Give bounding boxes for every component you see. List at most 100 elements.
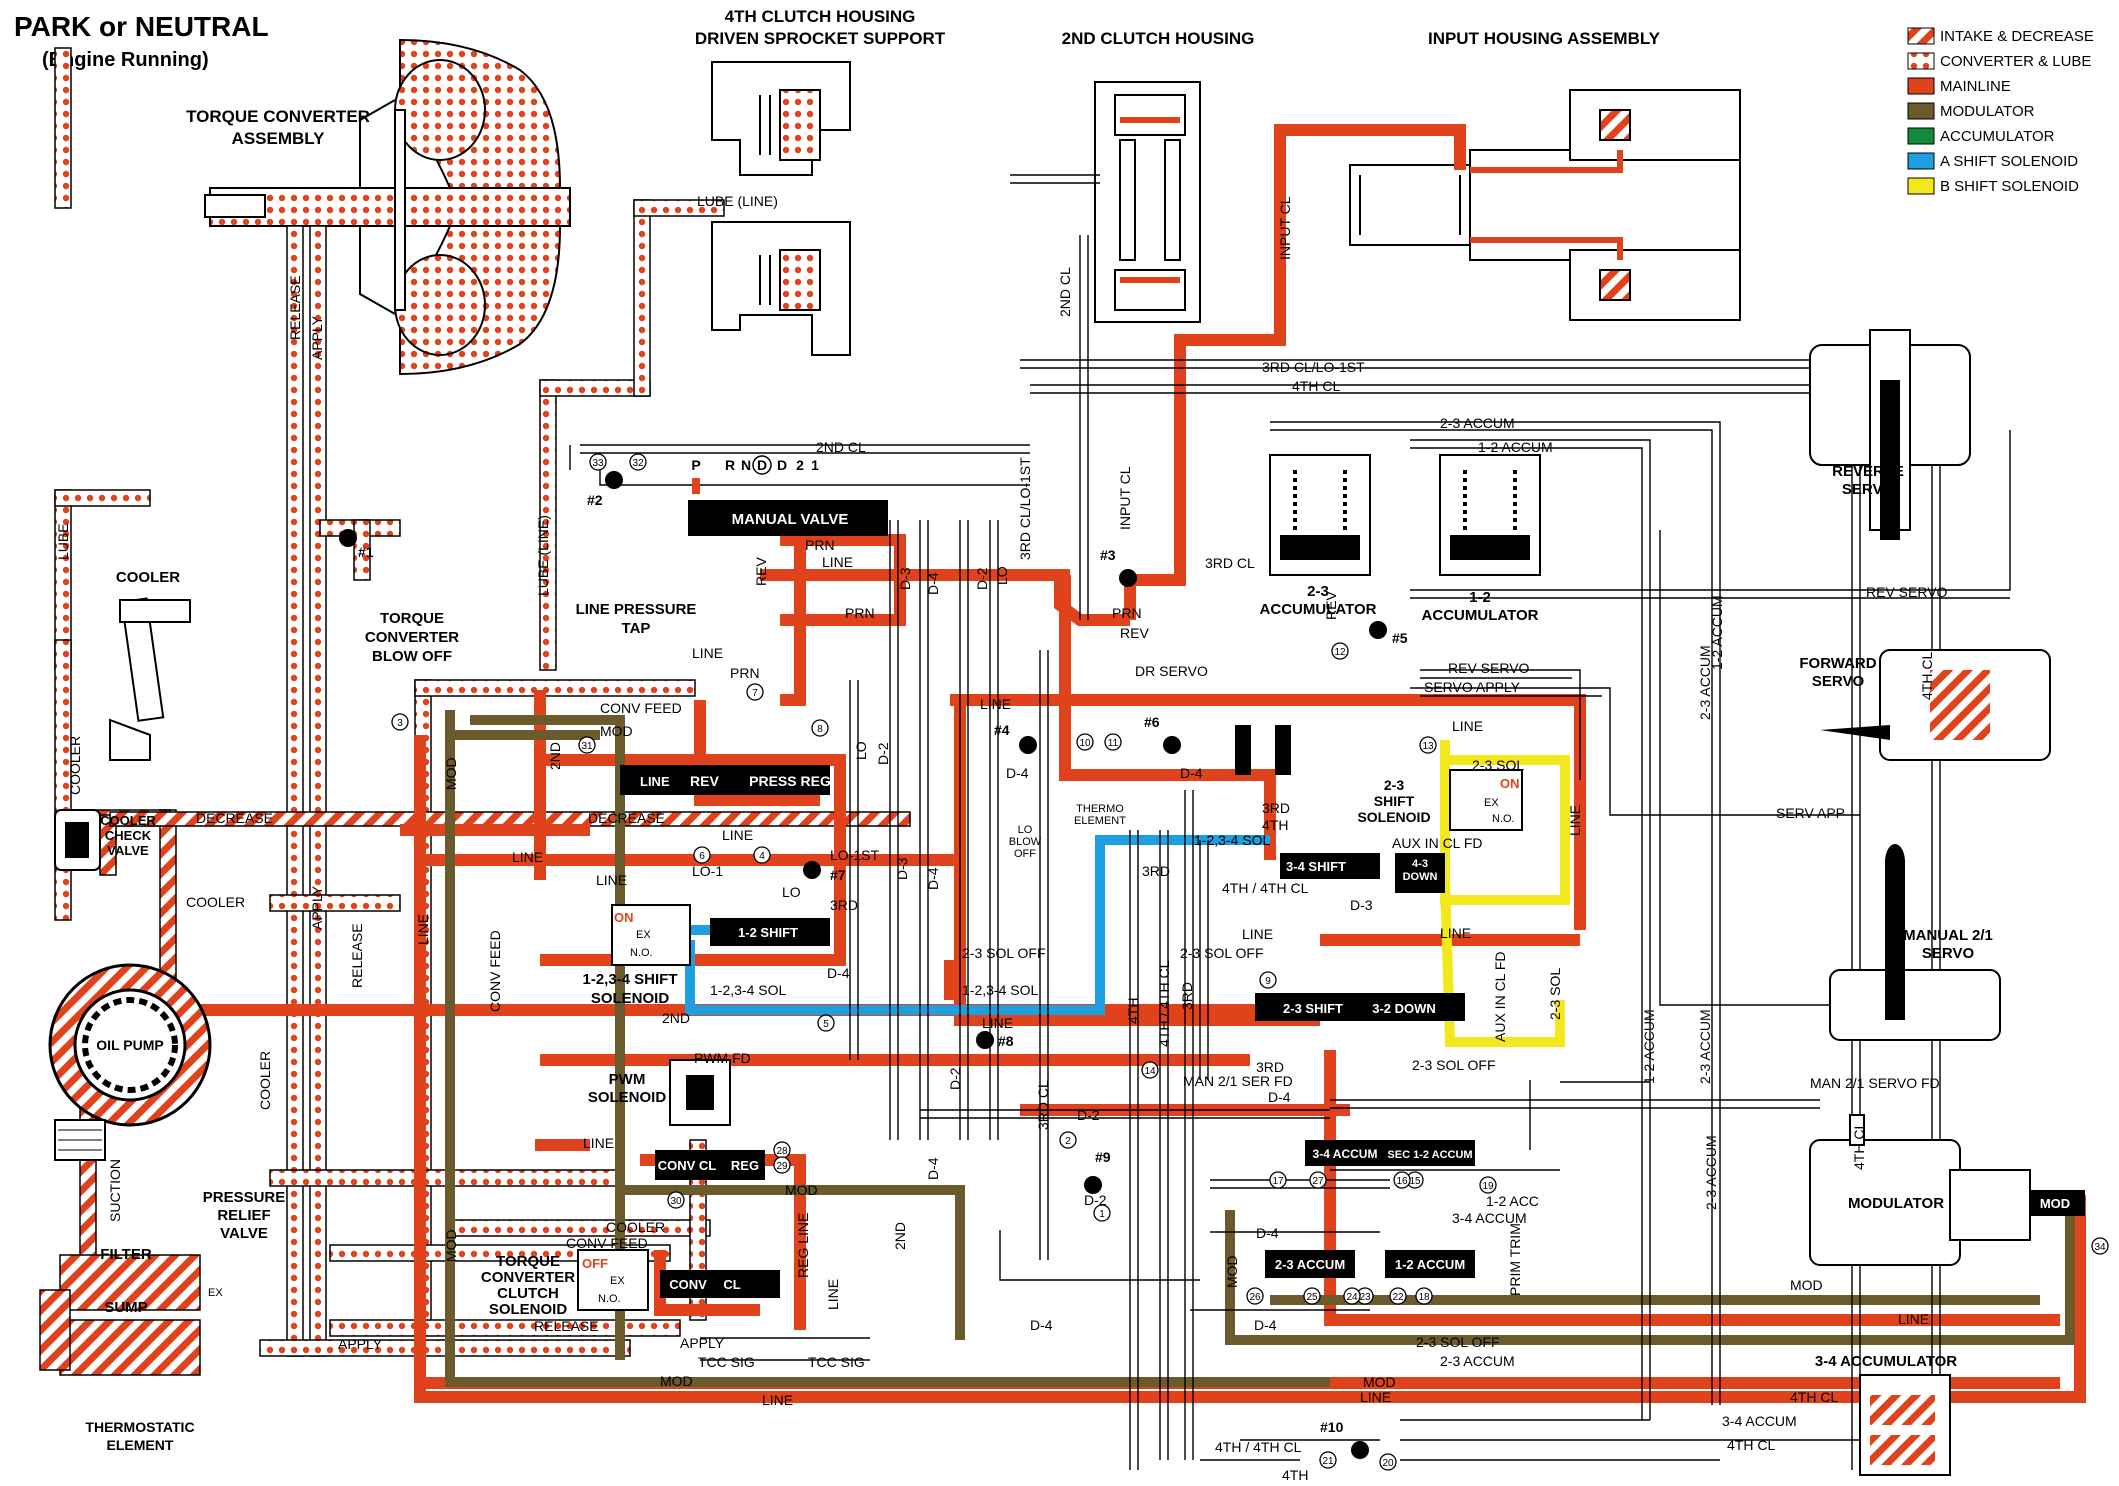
cooler-check-label-1: COOLER: [100, 813, 156, 828]
d4-label-left: D-4: [827, 965, 850, 981]
forward-servo-label-2: SERVO: [1812, 673, 1865, 690]
orifice-number: 4: [759, 851, 765, 862]
line-label-m: LINE: [762, 1392, 793, 1408]
rev-vlabel-right: REV: [1323, 591, 1339, 620]
manual-valve-body: [688, 500, 888, 536]
orifice-number: 9: [1265, 976, 1271, 987]
d4-label-center: D-4: [1268, 1089, 1291, 1105]
press-reg-valve-label: PRESS REG: [749, 773, 831, 789]
gear-selected-ring: [752, 455, 772, 475]
dr-servo-label: DR SERVO: [1135, 663, 1208, 679]
gear-position: D: [757, 457, 767, 473]
sec-12-accum-label: SEC 1-2 ACCUM: [1387, 1149, 1472, 1161]
mod-label: MOD: [600, 723, 633, 739]
second-clutch-housing-drawing: [1094, 81, 1201, 323]
second-vlabel: 2ND: [547, 742, 563, 770]
legend-swatch: [1907, 127, 1935, 145]
tcc-blow-off-label-1: TORQUE: [380, 610, 444, 627]
fourth-label: 4TH: [1262, 817, 1288, 833]
orifice-number: 16: [1396, 1176, 1408, 1187]
orifice-number: 25: [1306, 1292, 1318, 1303]
thermo-element-label-1: THERMO: [1076, 803, 1124, 815]
passage-labels: LUBE (LINE) LUBE 2ND CL 2ND CL 3RD CL/LO…: [55, 193, 1948, 1483]
manual-21-servo: [1829, 844, 2001, 1041]
legend-swatch: [1907, 102, 1935, 120]
pressure-relief-label-2: RELIEF: [217, 1207, 270, 1224]
sol-124-label-mid: 1-2,3-4 SOL: [962, 982, 1038, 998]
orifice-marker: [1246, 1287, 1264, 1305]
orifice-marker: [391, 713, 409, 731]
orifice-marker: [1259, 971, 1277, 989]
manual-valve-label[interactable]: MANUAL VALVE: [732, 511, 849, 528]
conv-valve-label: CONV: [669, 1277, 707, 1292]
d2-vlabel-bottom: D-2: [947, 1067, 963, 1090]
fourth-cl-vlabel-top: 4TH CL: [1919, 652, 1935, 700]
line-label-j: LINE: [583, 1135, 614, 1151]
sol-124-label-left: 1-2,3-4 SOL: [710, 982, 786, 998]
legend-swatch: [1907, 27, 1935, 45]
solenoid-124: ON EX N.O.: [611, 904, 691, 966]
oil-pump-label: OIL PUMP: [96, 1037, 163, 1053]
legend-label: MAINLINE: [1940, 78, 2011, 95]
orifice-marker: [1319, 1451, 1337, 1469]
accum-12-valve-label: 1-2 ACCUM: [1395, 1257, 1465, 1272]
orifice-number: 34: [2094, 1242, 2106, 1253]
orifice-marker: [1309, 1171, 1327, 1189]
forward-servo-label-1: FORWARD: [1799, 655, 1876, 672]
forward-servo: [1820, 649, 2051, 761]
mod-label-bottom-right: MOD: [1363, 1374, 1396, 1390]
shift-solenoid-124-label-2: SOLENOID: [591, 990, 670, 1007]
shift-34-valve-label: 3-4 SHIFT: [1286, 859, 1346, 874]
lo1-label: LO-1: [692, 863, 723, 879]
rev-vlabel: REV: [753, 557, 769, 586]
line-label-c: LINE: [980, 696, 1011, 712]
accum-23-valve-label: 2-3 ACCUM: [1275, 1257, 1345, 1272]
shift-solenoid-23-label-1: 2-3: [1384, 777, 1404, 793]
legend-label: ACCUMULATOR: [1940, 128, 2055, 145]
orifice-number: 33: [592, 458, 604, 469]
fourth-fourth-cl-label: 4TH / 4TH CL: [1222, 880, 1309, 896]
lo1st-label: LO-1ST: [830, 847, 879, 863]
checkball-5: #5: [1392, 630, 1408, 646]
fourth-vlabel: 4TH: [1125, 998, 1141, 1024]
release-label-bottom: RELEASE: [534, 1318, 599, 1334]
legend-swatch: [1907, 177, 1935, 195]
pressure-relief-label-3: VALVE: [220, 1225, 268, 1242]
orifice-number: 21: [1322, 1456, 1334, 1467]
orifice-number: 24: [1346, 1292, 1358, 1303]
pwm-solenoid-label-1: PWM: [609, 1071, 646, 1088]
accum-12-label-1: 1-2: [1469, 589, 1491, 606]
legend-swatch: [1907, 152, 1935, 170]
man21-servo-fd-label: MAN 2/1 SERVO FD: [1810, 1075, 1940, 1091]
orifice-number: 7: [752, 688, 758, 699]
line-pressure-tap-label-2: TAP: [622, 620, 651, 637]
checkball-6: #6: [1144, 714, 1160, 730]
line-vlabel-left: LINE: [415, 914, 431, 945]
orifice-number: 17: [1272, 1176, 1284, 1187]
orifice-number: 8: [817, 724, 823, 735]
shift-solenoid-23-label-2: SHIFT: [1374, 793, 1415, 809]
suction-vlabel: SUCTION: [107, 1159, 123, 1222]
accum-23-vlabel-top: 2-3 ACCUM: [1697, 645, 1713, 720]
sol-23-off-label-right: 2-3 SOL OFF: [1412, 1057, 1496, 1073]
input-housing-header: INPUT HOUSING ASSEMBLY: [1428, 29, 1661, 48]
lo-vlabel: LO: [853, 741, 869, 760]
accum-23-vlabel-bottom: 2-3 ACCUM: [1703, 1135, 1719, 1210]
d4-vlabel-bottom: D-4: [925, 1157, 941, 1180]
down-43-label-2: DOWN: [1403, 871, 1438, 883]
input-cl-vlabel: INPUT CL: [1117, 466, 1133, 530]
accumulator-34: [1859, 1374, 1951, 1476]
acc-12-label: 1-2 ACC: [1486, 1193, 1539, 1209]
cooler-label-passage: COOLER: [186, 894, 245, 910]
modulator-label: MODULATOR: [1848, 1195, 1944, 1212]
orifice-number: 28: [776, 1146, 788, 1157]
gear-position: R: [725, 457, 735, 473]
line-label-f: LINE: [512, 849, 543, 865]
tcc-solenoid-label-4: SOLENOID: [489, 1301, 568, 1318]
orifice-number: 26: [1249, 1292, 1261, 1303]
second-cl-label: 2ND CL: [816, 439, 866, 455]
d2-vlabel-top: D-2: [974, 567, 990, 590]
cooler-check-label-2: CHECK: [105, 828, 152, 843]
